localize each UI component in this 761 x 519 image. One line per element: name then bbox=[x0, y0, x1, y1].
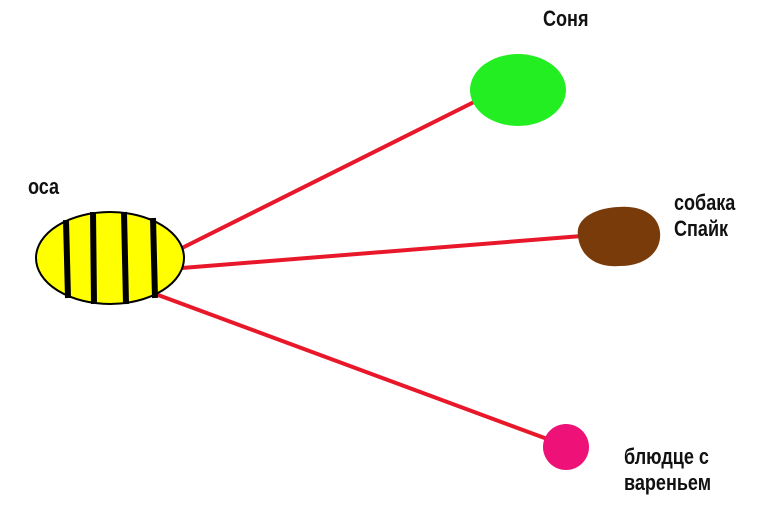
jam-saucer-label-line-1: блюдце с bbox=[624, 444, 709, 469]
sonya-node bbox=[470, 54, 566, 126]
dog-spike-label-line-1: собака bbox=[674, 190, 736, 215]
wasp-label: оса bbox=[28, 174, 60, 199]
edge-center-to-jam-saucer bbox=[148, 290, 552, 442]
wasp-node bbox=[35, 211, 185, 305]
wasp-stripe bbox=[90, 211, 97, 305]
wasp-stripe bbox=[150, 217, 158, 299]
edge-center-to-dog-spike bbox=[180, 234, 584, 270]
dog-spike-node bbox=[577, 206, 661, 267]
jam-saucer-node bbox=[543, 424, 589, 470]
wasp-body bbox=[35, 211, 185, 305]
wasp-stripe bbox=[121, 211, 129, 305]
edge-center-to-sonya bbox=[176, 98, 480, 252]
sonya-label: Соня bbox=[543, 6, 589, 31]
dog-spike-label: собака Спайк bbox=[674, 190, 735, 242]
dog-spike-label-line-2: Спайк bbox=[674, 216, 729, 241]
jam-saucer-label: блюдце с вареньем bbox=[624, 444, 711, 496]
wasp-stripe bbox=[63, 219, 71, 299]
jam-saucer-label-line-2: вареньем bbox=[624, 470, 712, 495]
